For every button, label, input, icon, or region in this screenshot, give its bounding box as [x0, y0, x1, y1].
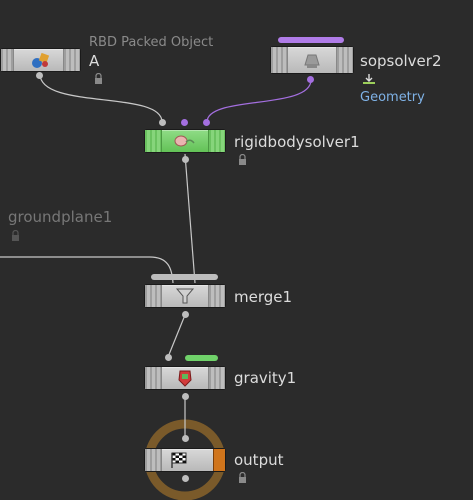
rigid-body-solver-icon [174, 135, 195, 147]
node-output[interactable] [144, 448, 226, 472]
bypass-toggle[interactable] [145, 449, 162, 471]
sop-solver-icon [304, 54, 320, 68]
funnel-icon [175, 288, 195, 304]
input-connector[interactable] [181, 119, 188, 126]
input-connector[interactable] [203, 119, 210, 126]
input-connector[interactable] [165, 354, 172, 361]
display-toggle[interactable] [208, 367, 225, 389]
node-name-label[interactable]: merge1 [234, 288, 293, 306]
display-toggle[interactable] [336, 47, 353, 73]
node-subtitle: Geometry [360, 90, 425, 105]
node-gravity1[interactable] [144, 366, 226, 390]
node-rbd-packed-object[interactable] [0, 48, 81, 72]
gravity-icon [178, 370, 192, 387]
green-flag-bar [185, 355, 218, 361]
output-connector[interactable] [307, 76, 314, 83]
output-flag[interactable] [213, 449, 225, 471]
node-name-label[interactable]: sopsolver2 [360, 52, 442, 70]
lock-icon [95, 73, 102, 84]
output-connector[interactable] [182, 475, 189, 482]
bypass-toggle[interactable] [1, 49, 14, 71]
display-toggle[interactable] [63, 49, 80, 71]
wire-solver-to-merge [184, 153, 196, 284]
node-sopsolver2[interactable] [270, 46, 354, 74]
input-connector[interactable] [159, 119, 166, 126]
bypass-toggle[interactable] [145, 285, 162, 307]
geometry-icon [363, 74, 375, 84]
display-toggle[interactable] [208, 285, 225, 307]
node-name-label[interactable]: groundplane1 [8, 208, 113, 226]
wire-merge-to-gravity [167, 314, 186, 358]
lock-icon [239, 472, 246, 483]
lock-icon [239, 154, 246, 165]
checkered-flag-icon [171, 452, 187, 468]
purple-flag-bar [278, 37, 344, 43]
node-merge1[interactable] [144, 284, 226, 308]
node-name-label[interactable]: gravity1 [234, 369, 297, 387]
bypass-toggle[interactable] [145, 367, 162, 389]
node-name-label[interactable]: output [234, 451, 284, 469]
node-name-label[interactable]: rigidbodysolver1 [234, 133, 360, 151]
output-connector[interactable] [36, 72, 43, 79]
output-connector[interactable] [182, 156, 189, 163]
lock-icon [12, 230, 19, 241]
output-connector[interactable] [182, 311, 189, 318]
wire-rbd-to-solver [39, 73, 163, 123]
node-name-label[interactable]: A [89, 52, 100, 70]
wire-groundplane-to-merge [0, 256, 174, 284]
bypass-toggle[interactable] [271, 47, 288, 73]
wire-sopsolver-to-solver [206, 79, 312, 123]
display-toggle[interactable] [208, 130, 225, 152]
bypass-toggle[interactable] [145, 130, 162, 152]
input-connector[interactable] [182, 435, 189, 442]
output-connector[interactable] [182, 393, 189, 400]
node-rigidbodysolver1[interactable] [144, 129, 226, 153]
merge-input-bar [151, 274, 218, 280]
node-type-label: RBD Packed Object [89, 35, 214, 50]
rbd-packed-icon [31, 52, 49, 68]
